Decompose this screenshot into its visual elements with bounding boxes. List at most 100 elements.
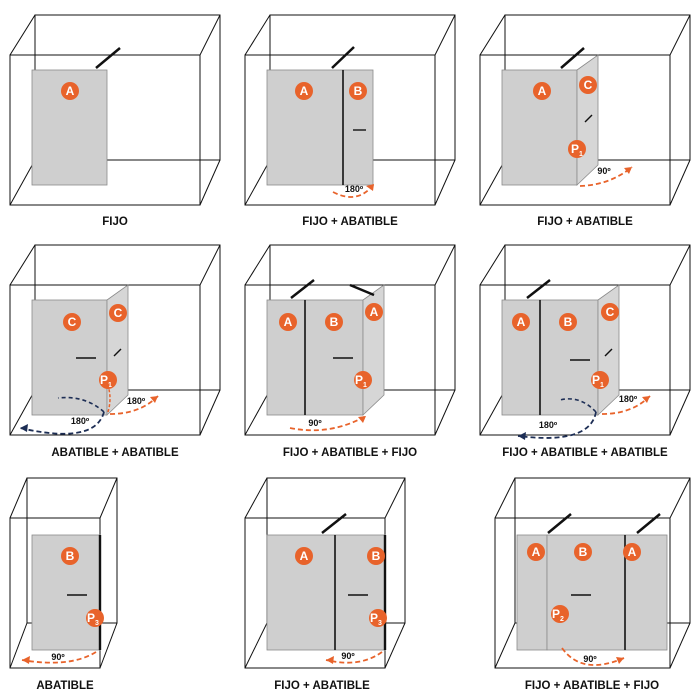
panel-abatible: B P3 90º ABATIBLE (9, 477, 118, 692)
panel-caption: FIJO + ABATIBLE (274, 680, 370, 692)
panel-fijo-abatible-p3: A B P3 90º FIJO + ABATIBLE (244, 477, 406, 692)
badge-letter: P (552, 607, 560, 621)
badge-circle (325, 313, 343, 331)
panel-fijo-abatible-90: A C P1 90º FIJO + ABATIBLE (479, 14, 691, 228)
arrow-head (518, 432, 526, 440)
panel-caption: ABATIBLE + ABATIBLE (51, 447, 179, 459)
angle-label: 180º (619, 394, 638, 404)
badge-label: A (300, 549, 309, 563)
badge-circle (601, 303, 619, 321)
badge-circle (61, 82, 79, 100)
room-box (9, 14, 221, 206)
door-handle (584, 114, 593, 123)
room-box (479, 244, 691, 436)
badge-circle (574, 543, 592, 561)
badge-circle (527, 543, 545, 561)
badge-label: B (354, 84, 363, 98)
badge-circle (295, 82, 313, 100)
swing-arc (107, 385, 111, 413)
badge-label: C (114, 306, 123, 320)
arrow-head (616, 657, 624, 664)
badge-subscript: 2 (560, 616, 564, 623)
angle-label: 90º (597, 166, 611, 176)
badge-letter: P (571, 142, 579, 156)
arrow-head (642, 396, 650, 403)
arrow-head (624, 167, 632, 174)
door-handle (604, 348, 613, 357)
badge-label: P1 (571, 142, 583, 158)
badge-label: B (579, 545, 588, 559)
badge-circle (295, 547, 313, 565)
panel-caption: ABATIBLE (36, 680, 94, 692)
badge-circle (63, 313, 81, 331)
room-box (244, 14, 456, 206)
swing-arc-navy (57, 396, 105, 413)
badge-label: P1 (355, 373, 367, 389)
arrow-head (20, 424, 28, 432)
badge-circle (354, 371, 372, 389)
badge-subscript: 1 (600, 382, 604, 389)
badge-label: P2 (552, 607, 564, 623)
badge-label: A (538, 84, 547, 98)
badge-label: A (66, 84, 75, 98)
badge-letter: P (370, 611, 378, 625)
badge-circle (349, 82, 367, 100)
panel-caption: FIJO + ABATIBLE (302, 216, 398, 228)
badge-circle (369, 609, 387, 627)
badge-label: A (532, 545, 541, 559)
badge-circle (559, 313, 577, 331)
badge-circle (568, 140, 586, 158)
badge-circle (533, 82, 551, 100)
panel-fijo-abatible-abatible: A B C P1 180º 180º FIJO + ABATIBLE + ABA… (479, 244, 691, 459)
badge-letter: P (87, 611, 95, 625)
angle-label: 90º (308, 418, 322, 428)
badge-circle (86, 609, 104, 627)
badge-circle (61, 547, 79, 565)
swing-arc (21, 651, 97, 664)
badge-circle (365, 303, 383, 321)
arrow-head (326, 656, 334, 664)
support-bar (331, 46, 355, 69)
angle-label: 180º (345, 184, 364, 194)
badge-label: P3 (370, 611, 382, 627)
badge-label: C (584, 78, 593, 92)
support-bar (290, 279, 315, 299)
support-bar (547, 513, 572, 534)
support-bar (636, 513, 661, 534)
support-bar (349, 283, 375, 297)
badge-circle (279, 313, 297, 331)
swing-arc-navy (19, 411, 105, 435)
badge-label: P3 (87, 611, 99, 627)
support-bar (526, 279, 551, 299)
arrow-head (358, 416, 366, 423)
badge-subscript: 1 (363, 382, 367, 389)
badge-label: A (300, 84, 309, 98)
arrow-head (366, 184, 374, 191)
badge-letter: P (355, 373, 363, 387)
badge-subscript: 1 (579, 151, 583, 158)
badge-label: B (564, 315, 573, 329)
angle-label: 180º (539, 420, 558, 430)
badge-label: P1 (592, 373, 604, 389)
panel-caption: FIJO + ABATIBLE (537, 216, 633, 228)
panel-caption: FIJO + ABATIBLE + FIJO (525, 680, 659, 692)
badge-label: C (68, 315, 77, 329)
badge-label: B (66, 549, 75, 563)
badge-label: C (606, 305, 615, 319)
badge-letter: P (592, 373, 600, 387)
badge-label: A (370, 305, 379, 319)
support-bar (560, 47, 585, 69)
panel-caption: FIJO + ABATIBLE + ABATIBLE (502, 447, 668, 459)
badge-subscript: 3 (378, 620, 382, 627)
swing-arc-navy (517, 411, 597, 439)
badge-label: A (284, 315, 293, 329)
badge-circle (99, 371, 117, 389)
arrow-head (22, 656, 30, 664)
badge-circle (551, 605, 569, 623)
badge-circle (109, 304, 127, 322)
badge-label: A (517, 315, 526, 329)
badge-label: B (372, 549, 381, 563)
panel-fijo-abatible-180: A B 180º FIJO + ABATIBLE (244, 14, 456, 228)
badge-label: B (330, 315, 339, 329)
